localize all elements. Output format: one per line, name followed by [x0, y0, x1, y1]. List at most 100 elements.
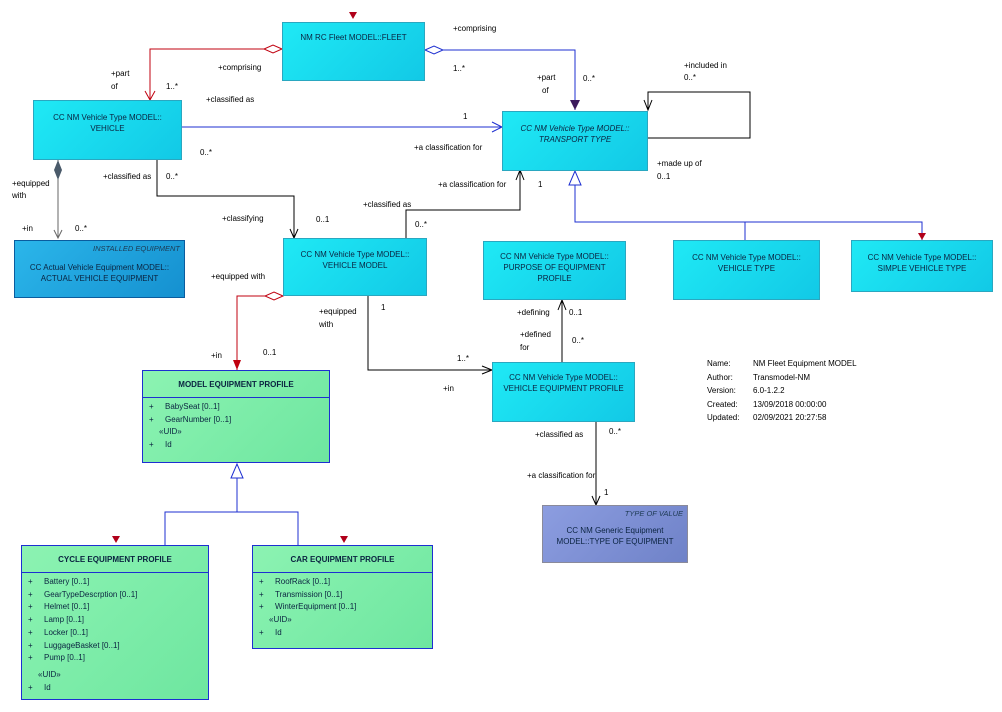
purpose-title-line3: PROFILE — [537, 274, 572, 283]
label-classified-as-vehicle: +classified as — [206, 95, 255, 104]
car-title: CAR EQUIPMENT PROFILE — [253, 546, 432, 573]
car-uid-label: «UID» — [269, 615, 292, 625]
transport-type-class[interactable]: CC NM Vehicle Type MODEL:: TRANSPORT TYP… — [502, 111, 648, 171]
vehicle-type-class[interactable]: CC NM Vehicle Type MODEL:: VEHICLE TYPE — [673, 240, 820, 300]
label-classification-for-vehicle: +a classification for — [414, 143, 483, 152]
label-equipped-with-2: with — [12, 191, 27, 200]
toe-title-line1: CC NM Generic Equipment — [566, 526, 664, 535]
vehicle-title-line2: VEHICLE — [90, 124, 125, 133]
purpose-title-line1: CC NM Vehicle Type MODEL:: — [500, 252, 609, 261]
mep-attr-babyseat: +BabySeat [0..1] — [149, 402, 220, 411]
car-profile-flag — [340, 536, 348, 543]
label-equipped-with-vm: +equipped with — [211, 272, 266, 281]
label-defined-mult: 0..* — [572, 336, 585, 345]
car-attributes: +RoofRack [0..1] +Transmission [0..1] +W… — [253, 573, 432, 640]
label-classifying-mult: 0..1 — [316, 215, 330, 224]
mep-uid-label: «UID» — [159, 427, 182, 437]
label-included-mult: 0..* — [684, 73, 697, 82]
car-equipment-profile-class[interactable]: CAR EQUIPMENT PROFILE +RoofRack [0..1] +… — [252, 545, 433, 649]
label-equipped-2: with — [319, 320, 334, 329]
installed-title-line2: ACTUAL VEHICLE EQUIPMENT — [40, 274, 159, 283]
cycle-uid-label: «UID» — [38, 669, 61, 679]
label-made-up-of: +made up of — [657, 159, 702, 168]
label-classified-as-left: +classified as — [103, 172, 152, 181]
vehicle-equipment-profile-class[interactable]: CC NM Vehicle Type MODEL:: VEHICLE EQUIP… — [492, 362, 635, 422]
fleet-transport-diamond — [423, 45, 445, 55]
simple-vehicle-type-title-line1: CC NM Vehicle Type MODEL:: — [867, 253, 977, 262]
label-one-vm: 1 — [381, 303, 386, 312]
fleet-title: NM RC Fleet MODEL::FLEET — [300, 33, 407, 42]
label-one-vm-tt: 1 — [538, 180, 543, 189]
label-fleet-right-mult: 1..* — [453, 64, 466, 73]
label-one-vehicle-tt: 1 — [463, 112, 468, 121]
car-uid-id: +Id — [259, 627, 282, 637]
fleet-vehicle-association — [149, 48, 282, 100]
model-equipment-profile-class[interactable]: MODEL EQUIPMENT PROFILE +BabySeat [0..1]… — [142, 370, 330, 463]
mep-arrowhead — [233, 360, 241, 370]
transport-type-title-line1: CC NM Vehicle Type MODEL:: — [520, 124, 630, 133]
vehicle-type-title-line1: CC NM Vehicle Type MODEL:: — [692, 253, 801, 262]
installed-title-line1: CC Actual Vehicle Equipment MODEL:: — [29, 263, 170, 272]
mep-title: MODEL EQUIPMENT PROFILE — [143, 371, 329, 398]
vm-vep-association — [367, 296, 492, 371]
mep-generalisation — [164, 511, 299, 545]
simple-vehicle-type-class[interactable]: CC NM Vehicle Type MODEL:: SIMPLE VEHICL… — [851, 240, 993, 292]
transport-self-association — [647, 91, 751, 139]
cycle-attr-luggagebasket: +LuggageBasket [0..1] — [28, 640, 120, 650]
vehicle-model-class[interactable]: CC NM Vehicle Type MODEL:: VEHICLE MODEL — [283, 238, 427, 296]
cycle-attr-locker: +Locker [0..1] — [28, 627, 89, 637]
label-one-toe: 1 — [604, 488, 609, 497]
label-part-of-left-2: of — [111, 82, 118, 91]
label-classified-as-vm: +classified as — [363, 200, 412, 209]
mep-attributes: +BabySeat [0..1] +GearNumber [0..1] «UID… — [143, 398, 329, 452]
vehicle-type-title-line2: VEHICLE TYPE — [717, 264, 776, 273]
car-attr-roofrack: +RoofRack [0..1] — [259, 577, 331, 586]
toe-title-line2: MODEL::TYPE OF EQUIPMENT — [556, 537, 674, 546]
purpose-class[interactable]: CC NM Vehicle Type MODEL:: PURPOSE OF EQ… — [483, 241, 626, 300]
vehicle-class[interactable]: CC NM Vehicle Type MODEL:: VEHICLE — [33, 100, 182, 160]
cycle-attributes: +Battery [0..1] +GearTypeDescrption [0..… — [22, 573, 208, 694]
cycle-profile-flag — [112, 536, 120, 543]
vehicle-model-title-line1: CC NM Vehicle Type MODEL:: — [300, 250, 410, 259]
label-comprising-top: +comprising — [453, 24, 497, 33]
label-defining-mult: 0..1 — [569, 308, 583, 317]
vm-mep-diamond — [263, 291, 285, 301]
cycle-equipment-profile-class[interactable]: CYCLE EQUIPMENT PROFILE +Battery [0..1] … — [21, 545, 209, 700]
meta-created-row: Created:13/09/2018 00:00:00 — [707, 399, 827, 409]
type-of-equipment-class[interactable]: TYPE OF VALUE CC NM Generic Equipment MO… — [542, 505, 688, 563]
meta-version-row: Version:6.0-1.2.2 — [707, 386, 785, 396]
purpose-arrow — [557, 298, 567, 311]
vm-mep-association — [236, 295, 283, 370]
label-classified-left-mult: 0..* — [166, 172, 179, 181]
meta-author-row: Author:Transmodel-NM — [707, 372, 811, 382]
fleet-class[interactable]: NM RC Fleet MODEL::FLEET — [282, 22, 425, 81]
self-association-arrow — [643, 99, 653, 112]
label-classifying: +classifying — [222, 214, 264, 223]
label-in-installed: +in — [22, 224, 33, 233]
label-installed-mult: 0..* — [75, 224, 88, 233]
cycle-uid-id: +Id — [28, 682, 51, 692]
label-classification-for-vm: +a classification for — [438, 180, 507, 189]
label-defining: +defining — [517, 308, 550, 317]
simple-vehicle-type-flag — [918, 233, 926, 240]
label-part-of-left-1: +part — [111, 69, 130, 78]
label-in-vep: +in — [443, 384, 454, 393]
label-classification-for-toe: +a classification for — [527, 471, 596, 480]
fleet-transport-association — [425, 49, 576, 110]
label-classified-as-vep: +classified as — [535, 430, 584, 439]
vep-title-line1: CC NM Vehicle Type MODEL:: — [509, 373, 618, 382]
installed-arrow — [53, 229, 63, 240]
label-vm-mult: 0..* — [415, 220, 428, 229]
vehicle-model-title-line2: VEHICLE MODEL — [322, 261, 388, 270]
generalisation-line — [574, 185, 923, 240]
mep-uid-id: +Id — [149, 440, 172, 450]
label-part-of-right-2: of — [542, 86, 549, 95]
label-included-in: +included in — [684, 61, 727, 70]
installed-equipment-class[interactable]: INSTALLED EQUIPMENT CC Actual Vehicle Eq… — [14, 240, 185, 298]
purpose-title-line2: PURPOSE OF EQUIPMENT — [503, 263, 606, 272]
cycle-title: CYCLE EQUIPMENT PROFILE — [22, 546, 208, 573]
toe-stereotype: TYPE OF VALUE — [624, 509, 683, 518]
cycle-attr-pump: +Pump [0..1] — [28, 653, 85, 663]
cycle-attr-lamp: +Lamp [0..1] — [28, 615, 85, 625]
